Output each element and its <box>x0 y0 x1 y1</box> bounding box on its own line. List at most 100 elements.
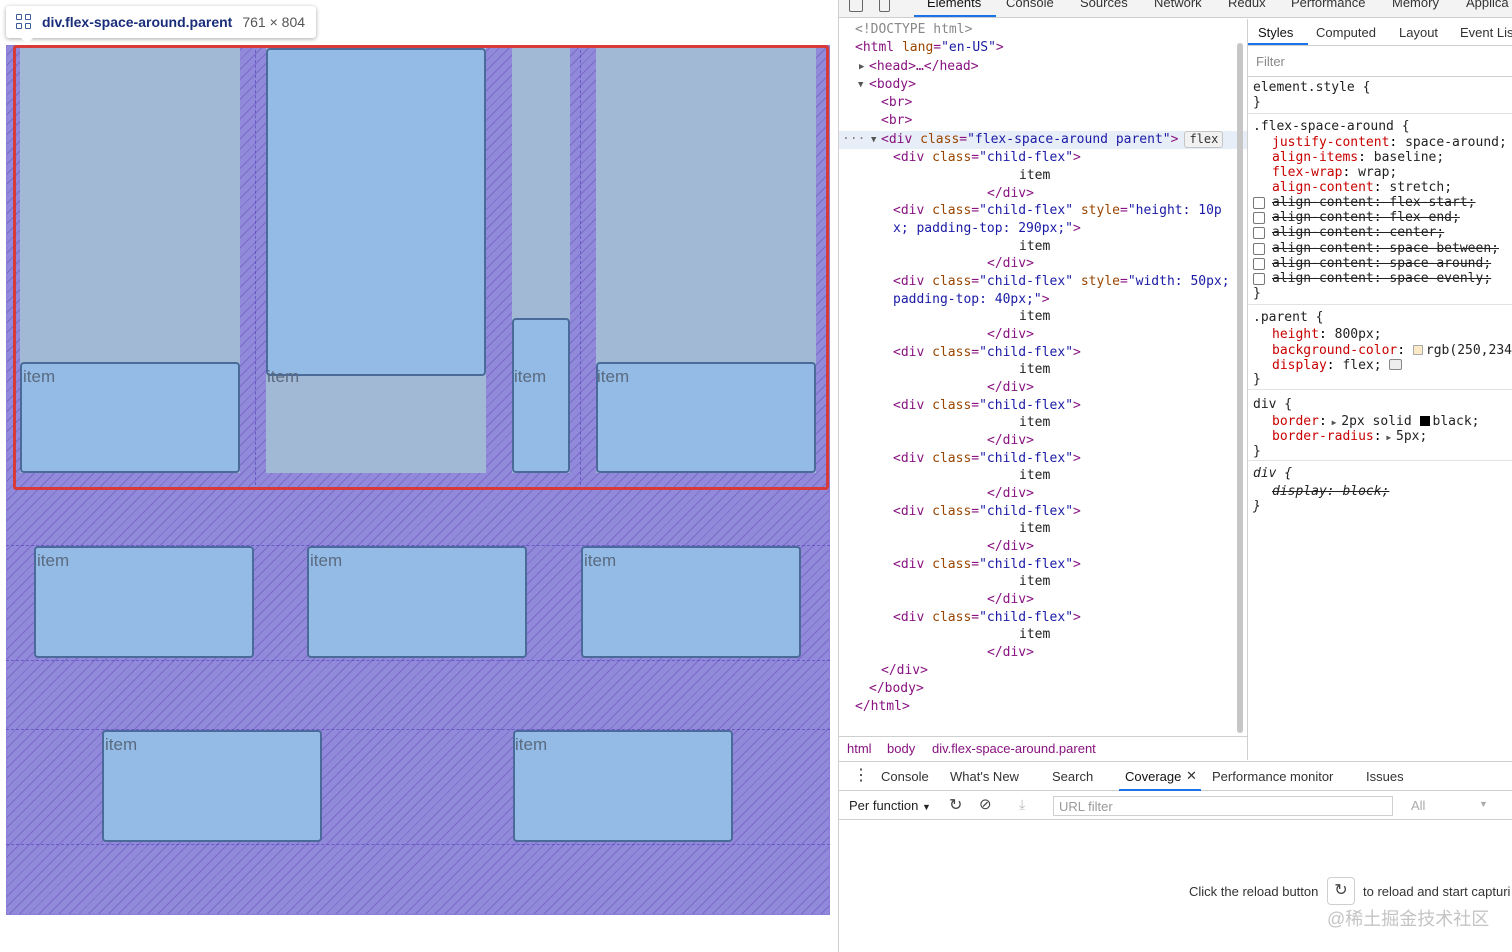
dom-close-div[interactable]: </div> <box>987 592 1034 607</box>
drawer-tab-issues[interactable]: Issues <box>1366 769 1404 784</box>
dom-text-node[interactable]: item <box>1019 468 1051 483</box>
dom-close-div[interactable]: </div> <box>987 327 1034 342</box>
dom-close-div[interactable]: </div> <box>987 645 1034 660</box>
breadcrumb-html[interactable]: html <box>847 741 872 756</box>
tab-layout[interactable]: Layout <box>1399 25 1439 40</box>
css-prop[interactable]: flex-wrap: wrap; <box>1272 165 1398 180</box>
clear-icon[interactable]: ⊘ <box>979 796 992 813</box>
dom-text-node[interactable]: item <box>1019 362 1051 377</box>
drawer-tab-search[interactable]: Search <box>1052 769 1094 784</box>
url-filter-input[interactable]: URL filter <box>1053 796 1393 816</box>
vertical-scrollbar[interactable] <box>1237 43 1243 733</box>
flex-child-item-1[interactable] <box>20 362 240 473</box>
css-prop[interactable]: justify-content: space-around; <box>1272 135 1507 150</box>
css-prop[interactable]: height: 800px; <box>1272 327 1382 342</box>
dom-child-div-styled-cont[interactable]: padding-top: 40px;"> <box>893 292 1050 307</box>
drawer-tab-console[interactable]: Console <box>881 769 929 784</box>
reload-icon[interactable]: ↻ <box>949 797 963 814</box>
disabled-prop-checkbox[interactable] <box>1253 258 1265 270</box>
color-swatch-icon[interactable] <box>1412 345 1423 355</box>
disabled-prop-checkbox[interactable] <box>1253 273 1265 285</box>
tab-network[interactable]: Network <box>1154 0 1202 10</box>
collapse-arrow-icon[interactable]: ▼ <box>858 80 864 90</box>
flex-child-item-3[interactable] <box>512 318 570 473</box>
tab-performance[interactable]: Performance <box>1291 0 1366 10</box>
dom-child-div[interactable]: <div class="child-flex"> <box>893 557 1081 572</box>
dom-body-open[interactable]: <body> <box>869 77 916 92</box>
dom-child-div[interactable]: <div class="child-flex"> <box>893 451 1081 466</box>
tab-application[interactable]: Applica <box>1466 0 1509 10</box>
dom-close-div[interactable]: </div> <box>987 433 1034 448</box>
dom-child-div-styled-cont[interactable]: x; padding-top: 290px;"> <box>893 221 1081 236</box>
dom-close-html[interactable]: </html> <box>855 699 910 714</box>
dom-child-div[interactable]: <div class="child-flex"> <box>893 150 1081 165</box>
dom-parent-div-selected[interactable]: ... ▼ <div class="flex-space-around pare… <box>839 128 1247 149</box>
dom-child-div[interactable]: <div class="child-flex"> <box>893 345 1081 360</box>
css-prop-disabled[interactable]: align-content: space-between; <box>1272 241 1499 256</box>
breadcrumb-body[interactable]: body <box>887 741 916 756</box>
dom-child-div[interactable]: <div class="child-flex"> <box>893 504 1081 519</box>
flexbox-editor-icon[interactable] <box>1389 359 1403 370</box>
styles-filter-input[interactable]: Filter <box>1248 47 1512 77</box>
drawer-tab-whats-new[interactable]: What's New <box>950 769 1019 784</box>
dom-close-parent-div[interactable]: </div> <box>881 663 928 678</box>
css-prop-disabled[interactable]: align-content: space-evenly; <box>1272 271 1492 286</box>
dom-child-div-styled[interactable]: <div class="child-flex" style="width: 50… <box>893 274 1230 289</box>
dom-doctype[interactable]: <!DOCTYPE html> <box>855 22 973 37</box>
dom-child-div-styled[interactable]: <div class="child-flex" style="height: 1… <box>893 203 1222 218</box>
dom-text-node[interactable]: item <box>1019 627 1051 642</box>
reload-and-start-button[interactable]: ↻ <box>1327 877 1355 905</box>
dom-close-div[interactable]: </div> <box>987 186 1034 201</box>
css-prop-overridden[interactable]: display: block; <box>1272 484 1390 499</box>
flex-child-item-2[interactable] <box>266 48 486 376</box>
css-prop-disabled[interactable]: align-content: flex-end; <box>1272 210 1460 225</box>
dom-close-div[interactable]: </div> <box>987 539 1034 554</box>
drawer-tab-coverage[interactable]: Coverage <box>1125 769 1182 784</box>
tab-console[interactable]: Console <box>1006 0 1054 10</box>
tab-memory[interactable]: Memory <box>1392 0 1439 10</box>
css-prop[interactable]: align-items: baseline; <box>1272 150 1445 165</box>
tab-elements[interactable]: Elements <box>927 0 982 10</box>
tab-styles[interactable]: Styles <box>1258 25 1294 40</box>
dom-br[interactable]: <br> <box>881 95 913 110</box>
disabled-prop-checkbox[interactable] <box>1253 243 1265 255</box>
css-prop-disabled[interactable]: align-content: space-around; <box>1272 256 1492 271</box>
tab-computed[interactable]: Computed <box>1316 25 1376 40</box>
dom-close-body[interactable]: </body> <box>869 681 924 696</box>
breadcrumb-parent-div[interactable]: div.flex-space-around.parent <box>932 741 1096 756</box>
dom-text-node[interactable]: item <box>1019 574 1051 589</box>
flex-child-item-5[interactable] <box>34 546 254 658</box>
tab-redux[interactable]: Redux <box>1228 0 1266 10</box>
css-prop[interactable]: display: flex; <box>1272 358 1403 373</box>
per-function-select[interactable]: Per function ▼ <box>849 798 931 813</box>
dom-close-div[interactable]: </div> <box>987 256 1034 271</box>
dom-html-open[interactable]: <html lang="en-US"> <box>855 40 1004 55</box>
dom-close-div[interactable]: </div> <box>987 380 1034 395</box>
inspect-element-icon[interactable] <box>849 0 863 12</box>
flex-child-item-6[interactable] <box>307 546 527 658</box>
flex-child-item-9[interactable] <box>513 730 733 842</box>
dom-br[interactable]: <br> <box>881 113 913 128</box>
css-prop[interactable]: border-radius: ▶ 5px; <box>1272 429 1428 444</box>
dom-text-node[interactable]: item <box>1019 415 1051 430</box>
color-swatch-icon[interactable] <box>1419 416 1430 426</box>
flex-child-item-8[interactable] <box>102 730 322 842</box>
css-prop-disabled[interactable]: align-content: flex-start; <box>1272 195 1476 210</box>
css-prop[interactable]: background-color: rgb(250,234 <box>1272 343 1512 358</box>
dom-head[interactable]: <head>…</head> <box>869 59 979 74</box>
dom-text-node[interactable]: item <box>1019 521 1051 536</box>
drawer-menu-icon[interactable]: ⋮ <box>853 767 869 784</box>
device-toolbar-icon[interactable] <box>879 0 890 12</box>
type-filter-select[interactable]: All▼ <box>1411 798 1488 813</box>
expand-arrow-icon[interactable]: ▶ <box>859 62 865 72</box>
disabled-prop-checkbox[interactable] <box>1253 212 1265 224</box>
dom-child-div[interactable]: <div class="child-flex"> <box>893 610 1081 625</box>
disabled-prop-checkbox[interactable] <box>1253 197 1265 209</box>
drawer-tab-performance-monitor[interactable]: Performance monitor <box>1212 769 1334 784</box>
dom-text-node[interactable]: item <box>1019 168 1051 183</box>
css-prop[interactable]: border: ▶ 2px solid black; <box>1272 414 1480 429</box>
close-icon[interactable]: ✕ <box>1186 768 1197 783</box>
tab-event-listeners[interactable]: Event Lis <box>1460 25 1512 40</box>
dom-close-div[interactable]: </div> <box>987 486 1034 501</box>
dom-text-node[interactable]: item <box>1019 309 1051 324</box>
